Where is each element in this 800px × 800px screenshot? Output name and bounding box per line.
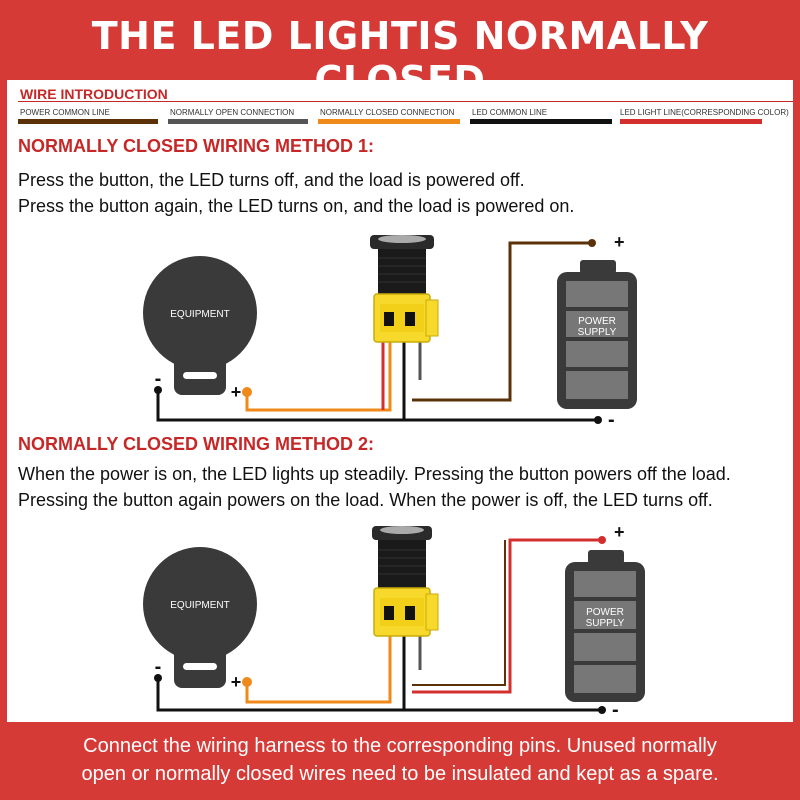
method2-title: NORMALLY CLOSED WIRING METHOD 2: (18, 434, 375, 454)
legend-label-led-common: LED COMMON LINE (472, 108, 548, 117)
push-button-switch-icon (370, 235, 439, 343)
method1-title: NORMALLY CLOSED WIRING METHOD 1: (18, 136, 375, 156)
power-label-line2: SUPPLY (586, 618, 625, 629)
method2-line-1: When the power is on, the LED lights up … (18, 464, 731, 484)
legend-bar-power-common (18, 119, 158, 124)
legend-bar-normally-closed (318, 119, 460, 124)
legend-label-power-common: POWER COMMON LINE (20, 108, 110, 117)
svg-text:+: + (614, 232, 625, 252)
heading-underline (18, 101, 793, 102)
power-supply-battery-icon: POWER SUPPLY (557, 260, 637, 409)
wire-intro-heading: WIRE INTRODUCTION (20, 86, 168, 102)
power-label-line2: SUPPLY (578, 327, 617, 338)
footer-line-2: open or normally closed wires need to be… (81, 763, 719, 785)
method2-wiring-diagram: EQUIPMENT + - + - POWE (143, 522, 645, 721)
wires: + - + - (154, 232, 625, 431)
legend-label-normally-open: NORMALLY OPEN CONNECTION (170, 108, 295, 117)
led-light-wire (412, 538, 602, 694)
power-supply-battery-icon: POWER SUPPLY (565, 550, 645, 702)
svg-text:+: + (231, 672, 242, 692)
equipment-label: EQUIPMENT (170, 309, 229, 320)
header-banner: THE LED LIGHTIS NORMALLY CLOSED (0, 0, 800, 102)
method2-description: When the power is on, the LED lights up … (18, 461, 731, 513)
legend-label-normally-closed: NORMALLY CLOSED CONNECTION (320, 108, 455, 117)
svg-text:+: + (614, 522, 625, 542)
footer-banner: Connect the wiring harness to the corres… (0, 722, 800, 800)
page-title: THE LED LIGHTIS NORMALLY CLOSED (91, 14, 709, 102)
footer-note: Connect the wiring harness to the corres… (20, 732, 780, 788)
led-common-wire (156, 390, 598, 422)
method1-line-1: Press the button, the LED turns off, and… (18, 170, 525, 190)
equipment-icon: EQUIPMENT (143, 256, 257, 395)
power-label-line1: POWER (578, 316, 616, 327)
wires: + - + - (154, 522, 625, 721)
footer-line-1: Connect the wiring harness to the corres… (83, 735, 717, 757)
method2-line-2: Pressing the button again powers on the … (18, 490, 713, 510)
svg-text:-: - (155, 368, 162, 390)
equipment-icon: EQUIPMENT (143, 547, 257, 688)
method1-wiring-diagram: EQUIPMENT + - + - (143, 232, 637, 431)
legend-bar-led-common (470, 119, 612, 124)
svg-text:-: - (155, 656, 162, 678)
svg-text:-: - (608, 409, 615, 431)
power-common-wire (412, 540, 506, 686)
legend-bar-normally-open (168, 119, 308, 124)
svg-text:+: + (231, 382, 242, 402)
svg-text:-: - (612, 699, 619, 721)
push-button-switch-icon (372, 526, 439, 637)
normally-closed-wire (245, 635, 392, 704)
method1-line-2: Press the button again, the LED turns on… (18, 196, 575, 216)
method1-description: Press the button, the LED turns off, and… (18, 167, 574, 219)
legend-label-led-light: LED LIGHT LINE(CORRESPONDING COLOR) (620, 108, 789, 117)
normally-closed-wire (245, 340, 392, 412)
led-common-wire (156, 678, 602, 712)
legend-bar-led-light (620, 119, 762, 124)
power-label-line1: POWER (586, 607, 624, 618)
equipment-label: EQUIPMENT (170, 600, 229, 611)
power-common-wire (412, 241, 592, 402)
